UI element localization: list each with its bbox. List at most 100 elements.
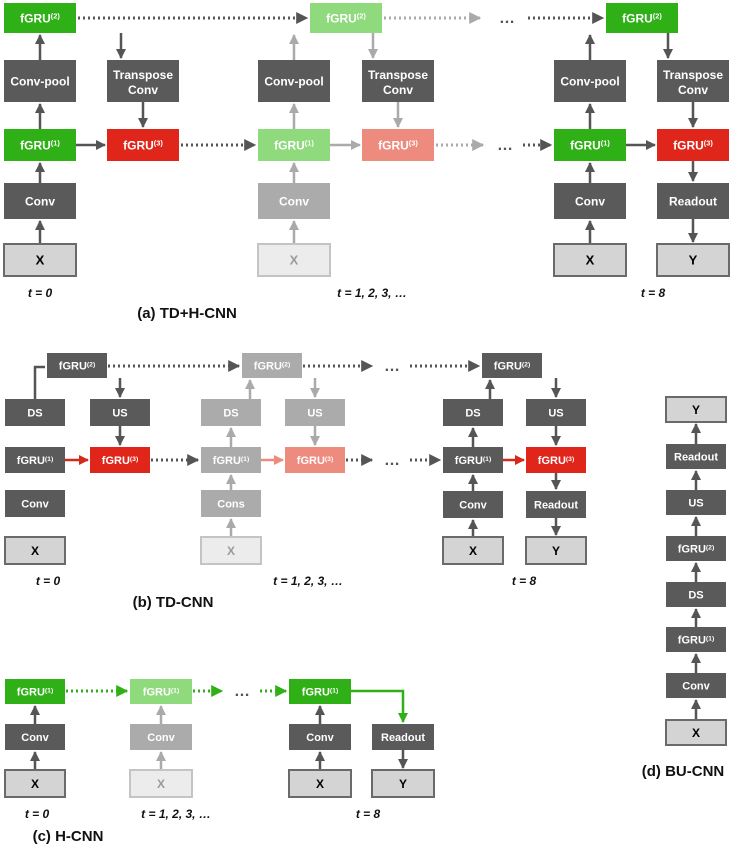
svg-text:fGRU(1): fGRU(1) — [213, 455, 249, 467]
b-fgru1-tmid: fGRU(1) — [201, 447, 261, 473]
b-fgru3-t0: fGRU(3) — [90, 447, 150, 473]
layer-index: (1) — [305, 138, 315, 147]
x-label: X — [290, 253, 299, 268]
conv-label: Conv — [21, 498, 49, 510]
conv-label: Conv — [459, 499, 487, 511]
c-fgru1-t8: fGRU(1) — [289, 679, 351, 704]
c-x-t8: X — [288, 769, 352, 798]
ds-label: DS — [465, 407, 480, 419]
x-label: X — [227, 544, 235, 558]
layer-index: (1) — [171, 687, 179, 694]
fgru3-t0: fGRU(3) — [107, 129, 179, 161]
dots-b-top: … — [384, 358, 400, 375]
caption-d: (d) BU-CNN — [642, 763, 724, 780]
svg-text:fGRU(2): fGRU(2) — [20, 11, 60, 26]
svg-text:fGRU(3): fGRU(3) — [378, 138, 418, 153]
tmid-b: t = 1, 2, 3, … — [273, 574, 343, 588]
fgru-label: fGRU — [302, 686, 330, 698]
fgru-label: fGRU — [678, 543, 706, 555]
fgru-label: fGRU — [213, 455, 241, 467]
fgru-label: fGRU — [59, 360, 87, 372]
t8-b: t = 8 — [512, 574, 537, 588]
us-label: US — [112, 407, 127, 419]
b-fgru2-t8: fGRU(2) — [482, 353, 542, 378]
readout-label: Readout — [534, 499, 578, 511]
conv-label: Conv — [678, 83, 708, 97]
readout-label: Readout — [381, 732, 425, 744]
dots-a-mid: … — [497, 137, 513, 154]
fgru2-t8: fGRU(2) — [606, 3, 678, 33]
layer-index: (3) — [409, 138, 419, 147]
b-readout-t8: Readout — [526, 491, 586, 518]
b-fgru3-tmid: fGRU(3) — [285, 447, 345, 473]
fgru1-t0: fGRU(1) — [4, 129, 76, 161]
svg-text:fGRU(2): fGRU(2) — [494, 360, 530, 372]
convpool-t8: Conv-pool — [554, 60, 626, 102]
svg-text:fGRU(3): fGRU(3) — [123, 138, 163, 153]
conv-label: Conv — [682, 680, 710, 692]
fgru-label: fGRU — [102, 455, 130, 467]
fgru2-tmid: fGRU(2) — [310, 3, 382, 33]
y-label: Y — [552, 544, 560, 558]
x-label: X — [586, 253, 595, 268]
b-us-t0: US — [90, 399, 150, 426]
c-fgru1-tmid: fGRU(1) — [130, 679, 192, 704]
fgru-label: fGRU — [538, 455, 566, 467]
conv-label: Conv — [21, 732, 49, 744]
convpool-t0: Conv-pool — [4, 60, 76, 102]
x-label: X — [157, 777, 165, 791]
dots-b-mid: … — [384, 452, 400, 469]
layer-index: (3) — [566, 455, 574, 462]
svg-text:fGRU(3): fGRU(3) — [102, 455, 138, 467]
y-label: Y — [692, 403, 700, 417]
conv-label: Conv — [128, 83, 158, 97]
fgru-label: fGRU — [570, 138, 601, 152]
dots-c: … — [234, 683, 250, 700]
b-x-tmid: X — [200, 536, 262, 565]
layer-index: (1) — [45, 455, 53, 462]
layer-index: (3) — [130, 455, 138, 462]
x-label: X — [36, 253, 45, 268]
c-readout-t8: Readout — [372, 724, 434, 750]
svg-text:fGRU(2): fGRU(2) — [254, 360, 290, 372]
x-label: X — [469, 544, 477, 558]
us-label: US — [548, 407, 563, 419]
conv-label: Conv — [383, 83, 413, 97]
fgru1-tmid: fGRU(1) — [258, 129, 330, 161]
svg-text:fGRU(3): fGRU(3) — [297, 455, 333, 467]
b-us-tmid: US — [285, 399, 345, 426]
conv-t0: Conv — [4, 183, 76, 219]
svg-text:fGRU(1): fGRU(1) — [17, 686, 53, 698]
ds-label: DS — [27, 407, 42, 419]
fgru-label: fGRU — [143, 686, 171, 698]
layer-index: (2) — [522, 361, 530, 368]
fgru-label: fGRU — [455, 455, 483, 467]
tmid-c: t = 1, 2, 3, … — [141, 807, 211, 821]
fgru-label: fGRU — [678, 634, 706, 646]
layer-index: (1) — [51, 138, 61, 147]
b-y-t8: Y — [525, 536, 587, 565]
readout-label: Readout — [669, 194, 717, 208]
svg-text:fGRU(1): fGRU(1) — [570, 138, 610, 153]
c-conv-t0: Conv — [5, 724, 65, 750]
layer-index: (1) — [330, 687, 338, 694]
d-us: US — [666, 490, 726, 515]
layer-index: (2) — [87, 361, 95, 368]
fgru3-tmid: fGRU(3) — [362, 129, 434, 161]
b-arr-ds-fgru2-t0 — [33, 365, 45, 399]
d-readout: Readout — [666, 444, 726, 469]
svg-text:fGRU(1): fGRU(1) — [302, 686, 338, 698]
convpool-label: Conv-pool — [10, 74, 69, 88]
convpool-label: Conv-pool — [560, 74, 619, 88]
t0-a: t = 0 — [28, 286, 53, 300]
cons-label: Cons — [217, 498, 245, 510]
svg-text:fGRU(2): fGRU(2) — [622, 11, 662, 26]
d-y: Y — [665, 396, 727, 423]
fgru3-t8: fGRU(3) — [657, 129, 729, 161]
convpool-label: Conv-pool — [264, 74, 323, 88]
conv-tmid: Conv — [258, 183, 330, 219]
svg-text:fGRU(1): fGRU(1) — [20, 138, 60, 153]
fgru2-t0: fGRU(2) — [4, 3, 76, 33]
fgru-label: fGRU — [254, 360, 282, 372]
